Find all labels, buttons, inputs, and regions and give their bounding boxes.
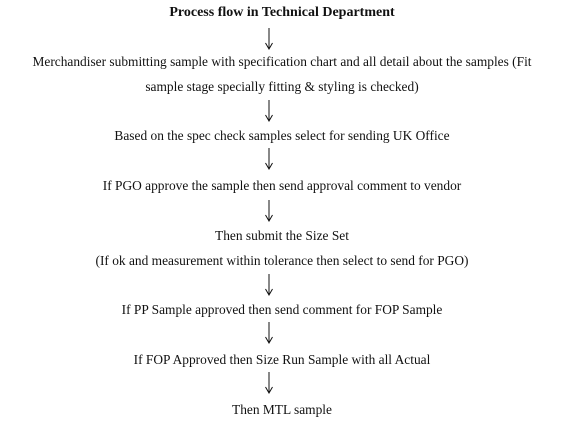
arrow-to-step-2 — [264, 100, 274, 122]
step-7: Then MTL sample — [232, 402, 332, 417]
arrow-to-step-5 — [264, 274, 274, 296]
step-5: If PP Sample approved then send comment … — [121, 302, 443, 317]
step-1-line-2: sample stage specially fitting & styling… — [145, 79, 419, 94]
step-1-line-1: Merchandiser submitting sample with spec… — [32, 54, 532, 69]
arrow-to-step-4 — [264, 200, 274, 222]
step-6: If FOP Approved then Size Run Sample wit… — [133, 352, 431, 367]
arrow-to-step-1 — [264, 28, 274, 50]
step-4-line-1: Then submit the Size Set — [215, 228, 349, 243]
step-4-line-2: (If ok and measurement within tolerance … — [95, 253, 469, 268]
arrow-to-step-3 — [264, 148, 274, 170]
step-3: If PGO approve the sample then send appr… — [102, 178, 462, 193]
diagram-title: Process flow in Technical Department — [169, 5, 395, 20]
arrow-to-step-7 — [264, 372, 274, 394]
arrow-to-step-6 — [264, 322, 274, 344]
step-2: Based on the spec check samples select f… — [114, 128, 450, 143]
